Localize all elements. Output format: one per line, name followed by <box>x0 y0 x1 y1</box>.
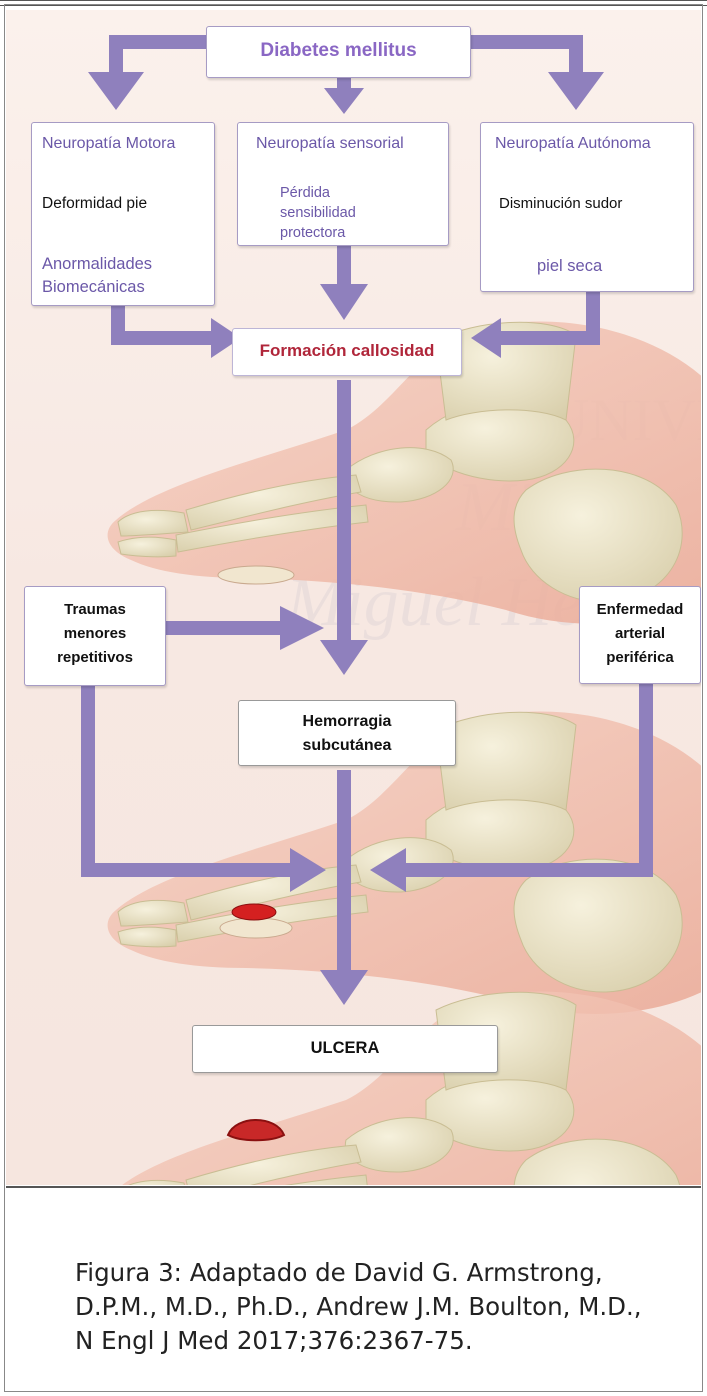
sensation-loss-line3: protectora <box>280 225 345 241</box>
hemorrhage-line2: subcutánea <box>239 737 455 755</box>
ulcer-text: ULCERA <box>193 1039 497 1058</box>
autonomic-neuropathy-header: Neuropatía Autónoma <box>495 135 651 153</box>
minor-trauma-line1: Traumas <box>25 601 165 618</box>
biomechanical-abnormalities-line2: Biomecánicas <box>42 278 145 297</box>
title-text: Diabetes mellitus <box>207 40 470 62</box>
peripheral-artery-line1: Enfermedad <box>580 601 700 618</box>
callosity-box: Formación callosidad <box>232 328 462 376</box>
callus-mark <box>218 566 294 584</box>
peripheral-artery-line3: periférica <box>580 649 700 666</box>
sensory-neuropathy-header: Neuropatía sensorial <box>256 135 404 153</box>
minor-trauma-line3: repetitivos <box>25 649 165 666</box>
ulcer-box: ULCERA <box>192 1025 498 1073</box>
foot-illustration-3 <box>108 992 701 1185</box>
hemorrhage-line1: Hemorragia <box>239 713 455 731</box>
figure-caption: Figura 3: Adaptado de David G. Armstrong… <box>75 1256 695 1358</box>
sensory-neuropathy-box: Neuropatía sensorial Pérdida sensibilida… <box>237 122 449 246</box>
sensation-loss-line2: sensibilidad <box>280 205 356 221</box>
hemorrhage-mark <box>232 904 276 920</box>
callosity-text: Formación callosidad <box>233 341 461 361</box>
reduced-sweat-label: Disminución sudor <box>499 195 622 212</box>
biomechanical-abnormalities-line1: Anormalidades <box>42 255 152 274</box>
dry-skin-label: piel seca <box>537 257 602 276</box>
caption-divider <box>6 1186 701 1188</box>
caption-line-1: Figura 3: Adaptado de David G. Armstrong… <box>75 1256 695 1290</box>
motor-neuropathy-header: Neuropatía Motora <box>42 135 175 153</box>
autonomic-neuropathy-box: Neuropatía Autónoma Disminución sudor pi… <box>480 122 694 292</box>
motor-neuropathy-box: Neuropatía Motora Deformidad pie Anormal… <box>31 122 215 306</box>
hemorrhage-box: Hemorragia subcutánea <box>238 700 456 766</box>
peripheral-artery-line2: arterial <box>580 625 700 642</box>
caption-line-3: N Engl J Med 2017;376:2367-75. <box>75 1324 695 1358</box>
minor-trauma-box: Traumas menores repetitivos <box>24 586 166 686</box>
foot-deformity-label: Deformidad pie <box>42 195 147 213</box>
diagram-canvas: UNIVE Migue Miguel Hern <box>6 10 701 1185</box>
title-box: Diabetes mellitus <box>206 26 471 78</box>
caption-line-2: D.P.M., M.D., Ph.D., Andrew J.M. Boulton… <box>75 1290 695 1324</box>
minor-trauma-line2: menores <box>25 625 165 642</box>
sensation-loss-line1: Pérdida <box>280 185 330 201</box>
peripheral-artery-disease-box: Enfermedad arterial periférica <box>579 586 701 684</box>
